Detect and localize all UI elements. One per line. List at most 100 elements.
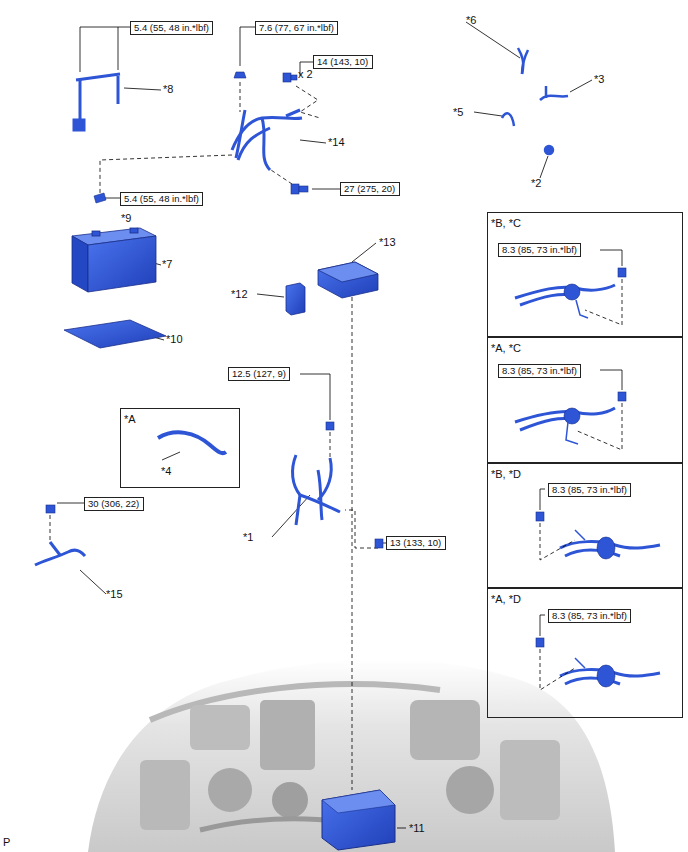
illustration-shape	[545, 146, 553, 154]
illustration-shape	[272, 495, 310, 537]
illustration-shape	[597, 537, 615, 559]
illustration-shape	[326, 422, 334, 430]
callout-label: *7	[162, 258, 172, 271]
illustration-shape	[283, 73, 291, 82]
torque-value: 8.3 (85, 73 in.*lbf)	[552, 484, 627, 496]
illustration-shape	[540, 250, 622, 636]
terminal-9	[94, 193, 106, 203]
illustration-shape	[597, 665, 615, 687]
torque-spec-box: 13 (133, 10)	[386, 536, 446, 550]
illustration-shape	[300, 374, 330, 420]
battery-clamp-8	[74, 74, 120, 130]
illustration-shape	[296, 495, 300, 525]
illustration-shape	[540, 156, 548, 178]
torque-value: 5.4 (55, 48 in.*lbf)	[134, 22, 209, 34]
illustration-shape	[618, 268, 626, 277]
torque-value: 8.3 (85, 73 in.*lbf)	[502, 244, 577, 256]
illustration-shape	[536, 512, 544, 521]
illustration-shape	[536, 638, 544, 647]
illustration-shape	[46, 505, 55, 513]
cable-4	[158, 432, 226, 453]
callout-label: *1	[243, 531, 253, 544]
illustration-shape	[446, 766, 494, 814]
dashed-assembly-lines	[50, 82, 378, 790]
illustration-shape	[296, 86, 320, 118]
torque-spec-box: 5.4 (55, 48 in.*lbf)	[130, 21, 213, 35]
panel-details	[515, 250, 660, 690]
callout-label: x 2	[298, 68, 313, 81]
illustration-shape	[397, 828, 406, 829]
illustration-shape	[80, 570, 106, 594]
illustration-shape	[291, 75, 297, 80]
illustration-shape	[286, 283, 305, 315]
variant-heading: *A, *C	[488, 340, 524, 357]
variant-heading: *A	[121, 411, 139, 428]
illustration-shape	[208, 768, 252, 812]
variant-panel: *B, *D 8.3 (85, 73 in.*lbf)	[487, 463, 683, 588]
illustration-shape	[140, 760, 190, 830]
illustration-shape	[236, 110, 245, 158]
illustration-shape	[50, 542, 60, 555]
torque-spec-box: 12.5 (127, 9)	[228, 367, 290, 381]
illustration-shape	[585, 279, 622, 325]
illustration-shape	[600, 250, 622, 266]
illustration-shape	[540, 649, 575, 690]
torque-value: 12.5 (127, 9)	[232, 368, 286, 380]
illustration-shape	[240, 82, 241, 112]
illustration-shape	[72, 236, 88, 292]
illustration-shape	[330, 432, 331, 458]
illustration-shape	[575, 530, 585, 540]
leader-lines	[57, 22, 592, 594]
illustration-shape	[545, 86, 548, 98]
illustration-shape	[564, 284, 580, 300]
illustration-shape	[618, 392, 626, 401]
battery-tray-10	[64, 320, 166, 348]
illustration-shape	[522, 50, 528, 74]
small-parts	[502, 48, 568, 154]
torque-spec-box: 5.4 (55, 48 in.*lbf)	[120, 192, 203, 206]
illustration-shape	[570, 80, 592, 92]
illustration-shape	[286, 110, 300, 116]
torque-spec-box: 27 (275, 20)	[340, 182, 400, 196]
illustration-shape	[322, 790, 395, 850]
illustration-shape	[566, 422, 578, 444]
illustration-shape	[35, 550, 85, 565]
torque-value: 8.3 (85, 73 in.*lbf)	[552, 610, 627, 622]
illustration-shape	[190, 705, 250, 750]
illustration-shape	[318, 262, 378, 282]
callout-label: *10	[166, 333, 183, 346]
callout-label: *15	[106, 588, 123, 601]
illustration-shape	[345, 510, 378, 548]
illustration-shape	[74, 120, 84, 130]
callout-label: *6	[466, 14, 476, 27]
illustration-shape	[162, 452, 180, 460]
callout-label: *9	[121, 212, 131, 225]
illustration-shape	[117, 76, 120, 104]
harness-14	[232, 110, 302, 170]
torque-value: 8.3 (85, 73 in.*lbf)	[502, 365, 577, 377]
bolts	[46, 73, 383, 548]
illustration-shape	[291, 184, 299, 194]
illustration-shape	[575, 658, 585, 668]
callout-label: *3	[594, 73, 604, 86]
illustration-shape	[536, 268, 626, 687]
illustration-shape	[262, 118, 270, 170]
illustration-shape	[474, 112, 502, 116]
illustration-shape	[564, 408, 580, 424]
battery-7	[72, 228, 156, 292]
torque-spec-box: 8.3 (85, 73 in.*lbf)	[498, 364, 581, 378]
callout-label: *12	[231, 288, 248, 301]
illustration-shape	[540, 615, 545, 636]
variant-panel: *B, *C8.3 (85, 73 in.*lbf)	[487, 212, 683, 337]
illustration-shape	[88, 236, 156, 292]
variant-heading: *B, *D	[488, 466, 524, 483]
illustration-shape	[88, 659, 615, 852]
illustration-shape	[600, 370, 622, 390]
torque-value: 5.4 (55, 48 in.*lbf)	[124, 193, 199, 205]
illustration-shape	[318, 262, 378, 298]
illustration-shape	[312, 189, 342, 190]
cable-15	[35, 542, 85, 565]
